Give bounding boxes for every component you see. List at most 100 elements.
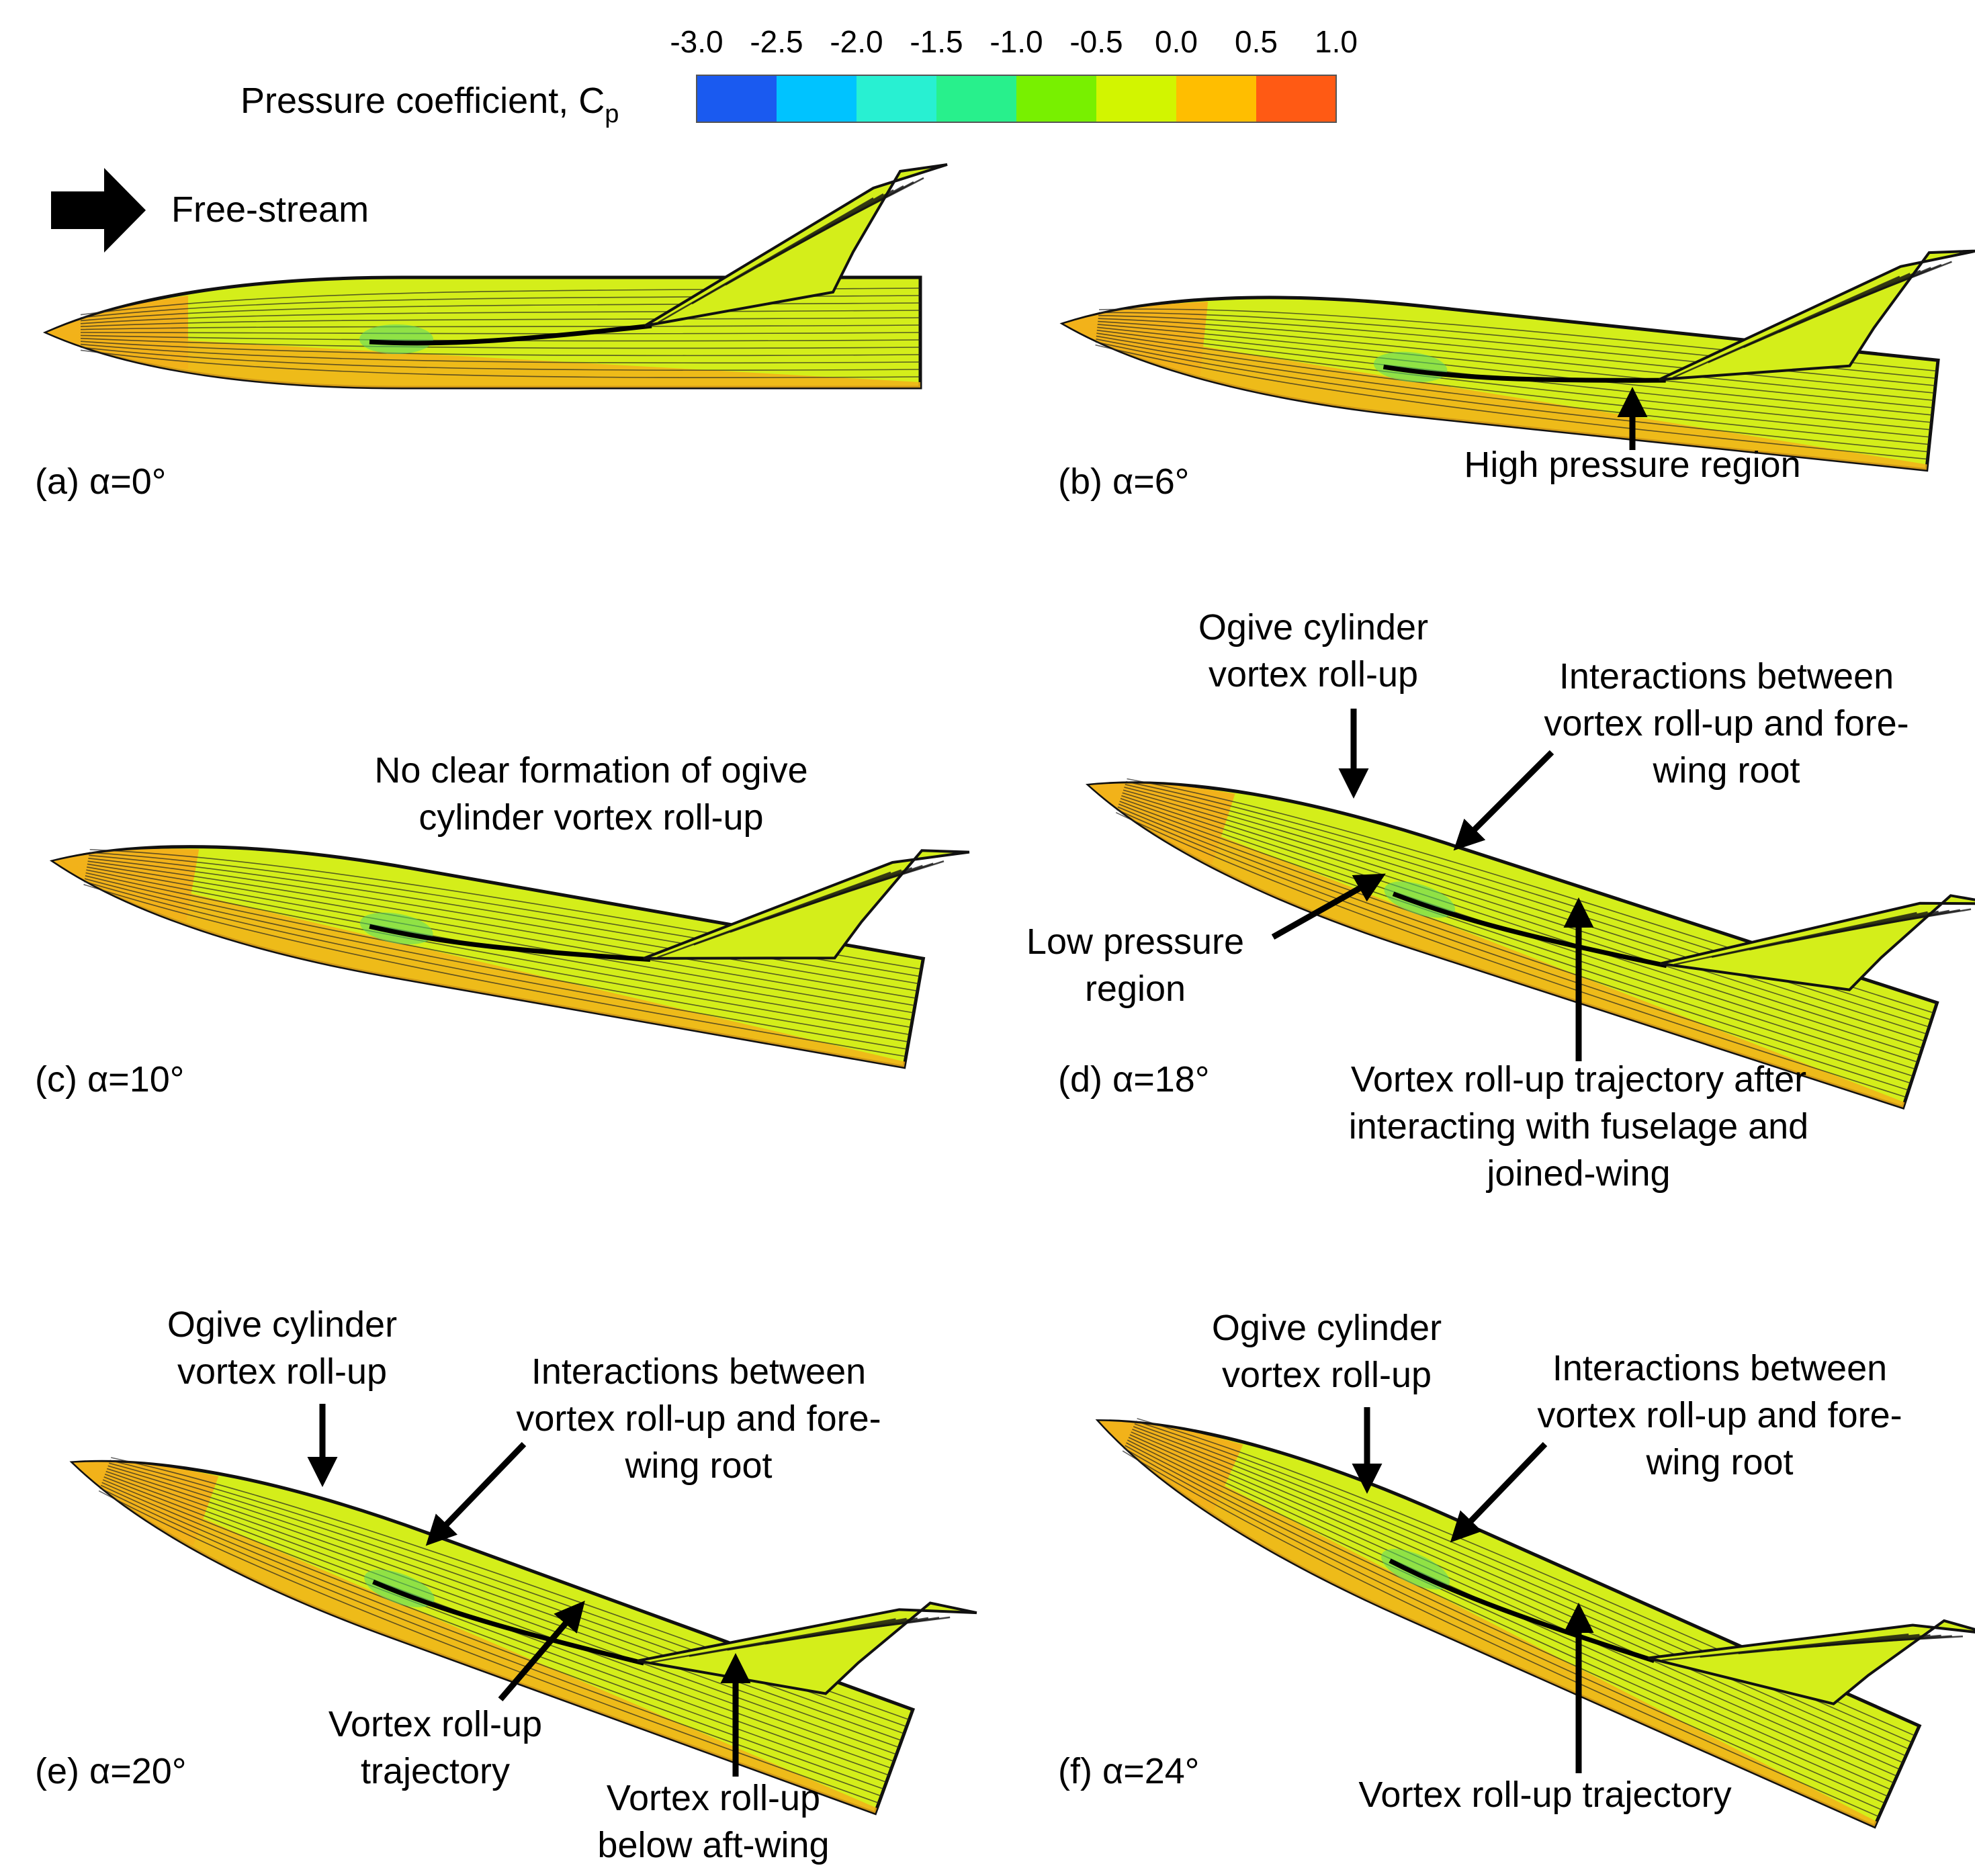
annotation-interactions-line2: vortex roll-up and fore- [1544, 703, 1908, 744]
surface-streamlines [1095, 308, 1937, 460]
annotation-interactions-line1: Interactions between [531, 1351, 866, 1392]
vortex-trajectory-trace [372, 1579, 645, 1666]
colorbar-tick-label: 0.5 [1235, 24, 1278, 59]
annotation-low-pressure-line2: region [1085, 969, 1186, 1009]
annotation-ogive-line1: Ogive cylinder [1198, 607, 1428, 647]
annotation-interactions-line3: wing root [1652, 750, 1800, 791]
colorbar-tick-labels: -3.0 -2.5 -2.0 -1.5 -1.0 -0.5 0.0 0.5 1.0 [670, 24, 1358, 59]
annotation-arrow [1450, 1441, 1548, 1543]
panel-a-label: (a) α=0° [35, 461, 166, 502]
panel-e: Ogive cylinder vortex roll-up Interactio… [35, 1304, 977, 1865]
annotation-trajectory-line2: interacting with fuselage and [1349, 1106, 1808, 1147]
annotation-interactions-line2: vortex roll-up and fore- [516, 1398, 881, 1439]
colorbar-title: Pressure coefficient, Cp [240, 81, 619, 128]
missile-body-b [1059, 249, 1975, 472]
colorbar-tick-label: -2.5 [750, 24, 803, 59]
vortex-trajectory-trace [1392, 891, 1667, 969]
annotation-interactions-line2: vortex roll-up and fore- [1537, 1395, 1902, 1435]
panel-a: (a) α=0° [35, 163, 948, 502]
missile-body-f [1095, 1418, 1975, 1829]
panel-d-label: (d) α=18° [1058, 1059, 1209, 1100]
wing-streamlines [1661, 1633, 1963, 1662]
colorbar: Pressure coefficient, Cp -3.0 -2.5 -2.0 -1.… [240, 24, 1358, 128]
windward-high-pressure-band [53, 861, 906, 1067]
panel-e-label: (e) α=20° [35, 1751, 186, 1791]
colorbar-tick-label: 1.0 [1315, 24, 1358, 59]
annotation-arrow [498, 1601, 585, 1701]
windward-high-pressure-band [47, 332, 920, 388]
annotation-trajectory-line1: Vortex roll-up trajectory after [1351, 1059, 1806, 1100]
colorbar-tick-label: 0.0 [1155, 24, 1198, 59]
low-pressure-vortex-spot [359, 324, 433, 354]
annotation-low-pressure-line1: Low pressure [1026, 922, 1244, 962]
annotation-below-aft-line2: below aft-wing [597, 1825, 829, 1865]
wing-streamlines [1673, 908, 1972, 966]
annotation-high-pressure: High pressure region [1464, 445, 1800, 485]
colorbar-swatch [857, 75, 936, 122]
annotation-below-aft-line1: Vortex roll-up [607, 1778, 820, 1818]
annotation-trajectory-line3: joined-wing [1485, 1153, 1670, 1194]
annotation-ogive-line2: vortex roll-up [177, 1351, 387, 1392]
annotation-ogive-line2: vortex roll-up [1209, 654, 1418, 695]
surface-streamlines [83, 849, 922, 1057]
colorbar-swatch [936, 75, 1016, 122]
vortex-trajectory-trace [369, 323, 652, 346]
wing-streamlines [651, 1616, 951, 1664]
annotation-no-rollup-line2: cylinder vortex roll-up [419, 797, 763, 838]
panel-c-label: (c) α=10° [35, 1059, 184, 1100]
colorbar-swatch [697, 75, 777, 122]
colorbar-swatch [1096, 75, 1176, 122]
annotation-interactions-line3: wing root [624, 1445, 772, 1486]
wing-streamlines [658, 177, 924, 324]
vortex-trajectory-trace [369, 924, 651, 963]
missile-body-a [42, 163, 948, 390]
annotation-ogive-line1: Ogive cylinder [1212, 1308, 1442, 1348]
colorbar-swatch [1176, 75, 1256, 122]
annotation-interactions-line1: Interactions between [1552, 1348, 1887, 1388]
wing-streamlines [657, 860, 945, 958]
windward-high-pressure-band [1063, 324, 1927, 470]
annotation-trajectory-line2: trajectory [361, 1751, 510, 1791]
annotation-arrow [1271, 873, 1386, 940]
panel-d: Ogive cylinder vortex roll-up Interactio… [1026, 607, 1975, 1194]
windward-high-pressure-band [73, 1462, 877, 1814]
colorbar-tick-label: -2.0 [830, 24, 883, 59]
annotation-interactions-line1: Interactions between [1559, 656, 1894, 697]
surface-streamlines [1122, 1418, 1915, 1818]
annotation-ogive-line2: vortex roll-up [1222, 1355, 1432, 1395]
colorbar-swatch [1016, 75, 1096, 122]
wing-streamlines [1672, 261, 1952, 379]
freestream-indicator: Free-stream [51, 168, 369, 253]
freestream-label: Free-stream [171, 189, 369, 230]
colorbar-swatches [696, 75, 1337, 123]
panel-f: Ogive cylinder vortex roll-up Interactio… [1058, 1308, 1975, 1829]
missile-body-c [49, 845, 970, 1069]
panel-c: No clear formation of ogive cylinder vor… [35, 750, 970, 1100]
annotation-interactions-line3: wing root [1645, 1442, 1793, 1482]
annotation-trajectory: Vortex roll-up trajectory [1358, 1775, 1731, 1815]
colorbar-tick-label: -1.5 [910, 24, 963, 59]
vortex-trajectory-trace [1389, 1558, 1655, 1663]
colorbar-frame [696, 75, 1337, 123]
colorbar-tick-label: -3.0 [670, 24, 723, 59]
annotation-arrow [1453, 750, 1554, 851]
colorbar-tick-label: -0.5 [1069, 24, 1123, 59]
windward-high-pressure-band [1089, 785, 1905, 1108]
freestream-arrow-icon [51, 168, 146, 253]
windward-high-pressure-band [1099, 1421, 1877, 1827]
panel-b: High pressure region (b) α=6° [1058, 249, 1975, 502]
colorbar-swatch [1256, 75, 1336, 122]
missile-body-d [1085, 778, 1975, 1110]
vortex-trajectory-trace [1382, 364, 1666, 383]
panel-f-label: (f) α=24° [1058, 1751, 1199, 1791]
annotation-arrow [425, 1441, 527, 1546]
annotation-trajectory-line1: Vortex roll-up [328, 1704, 542, 1744]
surface-streamlines [80, 287, 921, 379]
panel-b-label: (b) α=6° [1058, 461, 1189, 502]
annotation-no-rollup-line1: No clear formation of ogive [374, 750, 807, 791]
colorbar-tick-label: -1.0 [990, 24, 1043, 59]
annotation-ogive-line1: Ogive cylinder [167, 1304, 397, 1345]
joined-wing [1647, 1619, 1975, 1705]
colorbar-swatch [777, 75, 857, 122]
